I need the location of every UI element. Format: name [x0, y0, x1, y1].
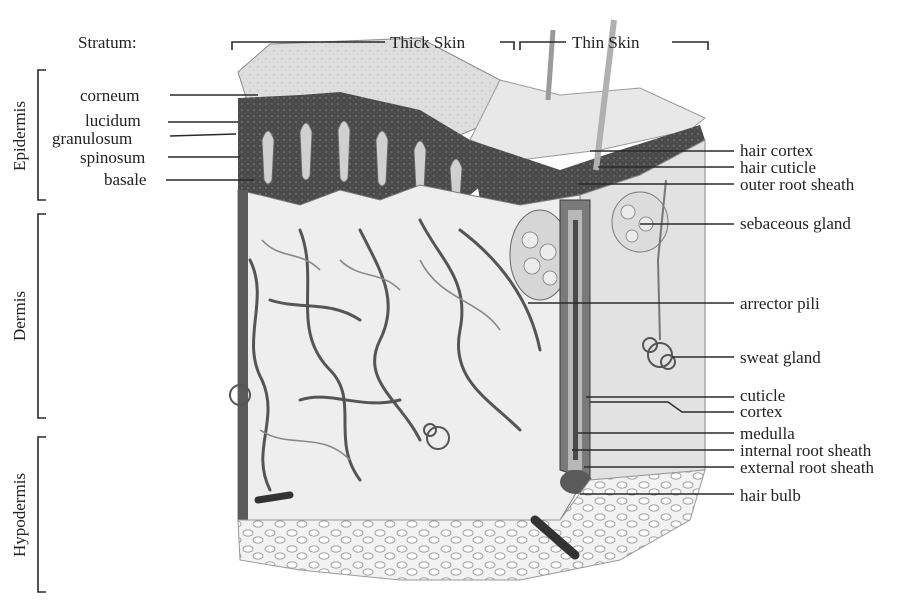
cortex-label: cortex: [740, 402, 783, 421]
external-root-sheath-label: external root sheath: [740, 458, 875, 477]
layer-brackets: [38, 70, 46, 592]
thick-skin-heading: Thick Skin: [390, 33, 466, 52]
dermis-label: Dermis: [10, 291, 29, 341]
dermis-left-side: [238, 190, 248, 520]
granulosum-leader: [170, 134, 236, 136]
spinosum-label: spinosum: [80, 148, 145, 167]
dermis-right-block: [580, 140, 705, 480]
outer-root-sheath-label: outer root sheath: [740, 175, 855, 194]
hair-bulb-label: hair bulb: [740, 486, 801, 505]
thin-skin-heading: Thin Skin: [572, 33, 640, 52]
corneum-label: corneum: [80, 86, 139, 105]
sebaceous-gland-label: sebaceous gland: [740, 214, 851, 233]
epidermis-label: Epidermis: [10, 101, 29, 171]
arrector-pili-label: arrector pili: [740, 294, 820, 313]
lucidum-label: lucidum: [85, 111, 141, 130]
stratum-heading: Stratum:: [78, 33, 137, 52]
granulosum-label: granulosum: [52, 129, 132, 148]
basale-label: basale: [104, 170, 146, 189]
sweat-gland-label: sweat gland: [740, 348, 821, 367]
skin-illustration: [230, 20, 705, 580]
hypodermis-label: Hypodermis: [10, 473, 29, 557]
